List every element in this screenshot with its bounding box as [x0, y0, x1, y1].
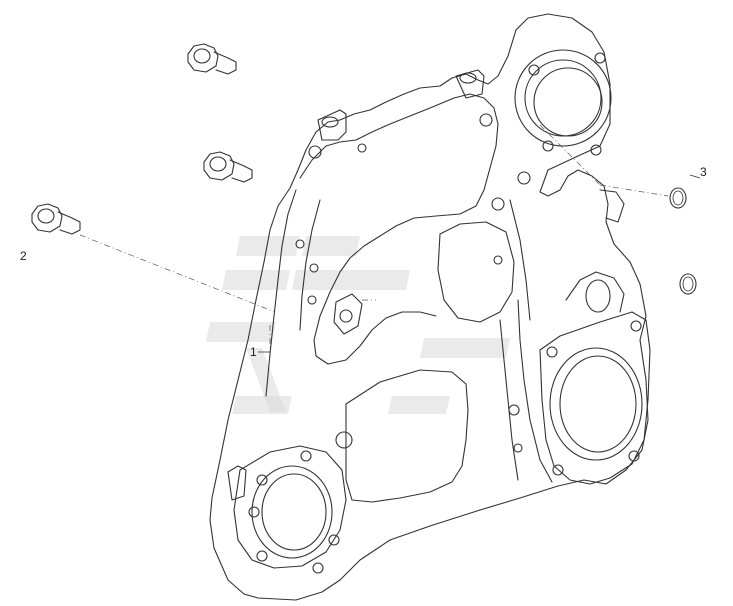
- left-bore-inner: [261, 473, 327, 551]
- upper-bore-inner: [524, 59, 602, 137]
- callout-2: 2: [20, 249, 27, 263]
- boss-left: [317, 109, 347, 141]
- bolt-upper: [187, 43, 237, 75]
- left-bore-outer: [251, 465, 333, 559]
- left-flange: [233, 445, 347, 569]
- callout-3: 3: [700, 165, 707, 179]
- cover-outline: [209, 13, 649, 601]
- right-bore-inner: [559, 355, 637, 453]
- bolt-middle: [203, 151, 253, 183]
- right-bore-outer: [549, 347, 643, 461]
- cover-inner-rail: [299, 93, 499, 365]
- upper-bore-outer: [514, 49, 612, 147]
- watermark-logo: [206, 236, 510, 414]
- callout-1: 1: [250, 345, 257, 359]
- leader-lines: [79, 124, 701, 355]
- timing-cover: [209, 13, 651, 601]
- o-ring-item-3: [669, 187, 687, 209]
- right-flange: [539, 311, 651, 485]
- lower-opening: [345, 369, 469, 503]
- o-ring-spare: [679, 273, 697, 295]
- bolt-item-2: [31, 203, 81, 235]
- boss-right: [455, 69, 485, 99]
